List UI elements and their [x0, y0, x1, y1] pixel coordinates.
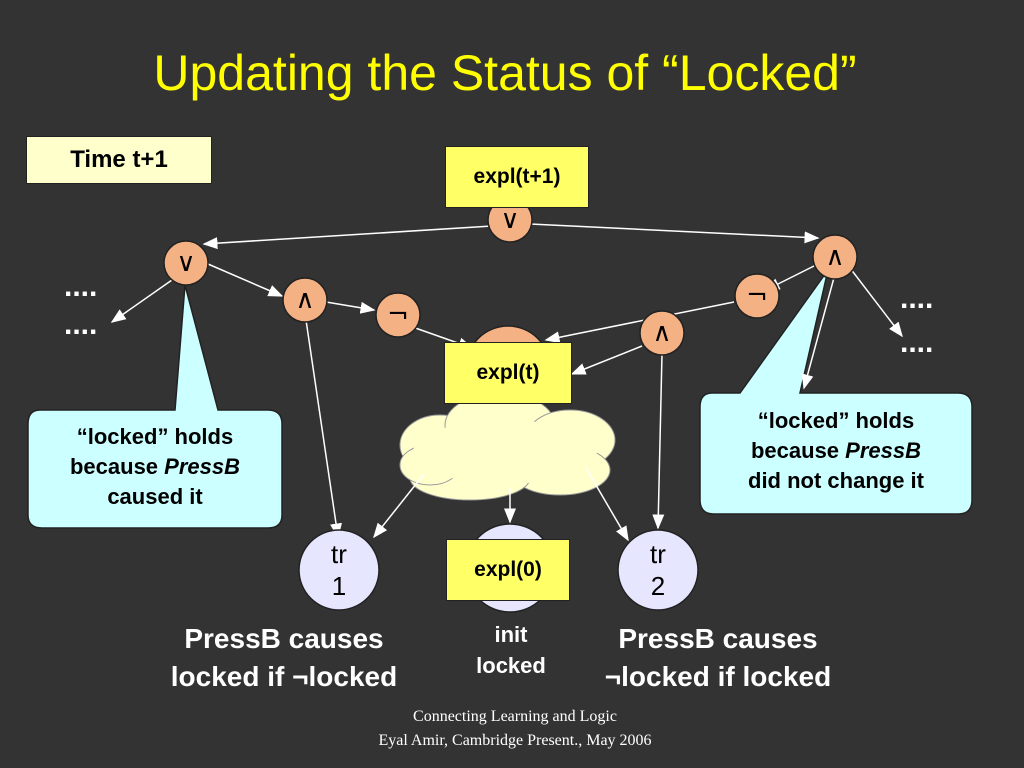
- callout-right-line1: “locked” holds: [757, 408, 915, 433]
- node-not-right: [734, 273, 780, 319]
- callout-left-because: because: [69, 454, 165, 479]
- callout-right-shape: [699, 269, 973, 515]
- tr1-line1: tr: [331, 539, 347, 569]
- not-right-label: ¬: [746, 281, 768, 311]
- callout-left-text: “locked” holds because PressB caused it: [30, 422, 280, 512]
- tr1-label: tr 1: [304, 538, 374, 602]
- or-left-label: ∨: [176, 248, 196, 278]
- caption-left-line1: PressB causes: [184, 623, 384, 654]
- caption-right-line2: ¬locked if locked: [604, 661, 832, 692]
- dots-left-2: ....: [64, 308, 98, 341]
- not-left-label: ¬: [387, 300, 409, 330]
- callout-right-line3: did not change it: [748, 468, 924, 493]
- and-right-top-label: ∧: [825, 242, 845, 272]
- node-or-left: [163, 240, 209, 286]
- init-line2: locked: [476, 653, 546, 678]
- expl-bottom-box: expl(0): [446, 539, 570, 601]
- caption-left-line2: locked if ¬locked: [170, 661, 398, 692]
- tr1-line2: 1: [331, 571, 347, 601]
- callout-right-line2: because PressB: [702, 436, 970, 466]
- tr2-line2: 2: [650, 571, 666, 601]
- or-top-label: ∨: [500, 205, 520, 235]
- callout-left-pressb: PressB: [164, 454, 240, 479]
- callout-left-line2: because PressB: [30, 452, 280, 482]
- dots-right-1: ....: [900, 282, 934, 315]
- node-and-left: [282, 277, 328, 323]
- node-not-left: [375, 292, 421, 338]
- init-label: init locked: [452, 619, 570, 681]
- and-left-label: ∧: [295, 285, 315, 315]
- expl-mid-box: expl(t): [444, 342, 572, 404]
- dots-left-1: ....: [64, 270, 98, 303]
- node-tr2: [617, 529, 699, 611]
- callout-right-pressb: PressB: [845, 438, 921, 463]
- dots-right-2: ....: [900, 326, 934, 359]
- and-right-label: ∧: [652, 318, 672, 348]
- footer: Connecting Learning and Logic Eyal Amir,…: [0, 705, 1024, 753]
- tr2-line1: tr: [650, 539, 666, 569]
- callout-left-line1: “locked” holds: [76, 424, 234, 449]
- tr2-label: tr 2: [623, 538, 693, 602]
- cloud-core: [413, 420, 597, 484]
- callout-right-text: “locked” holds because PressB did not ch…: [702, 406, 970, 496]
- caption-right: PressB causes ¬locked if locked: [568, 620, 868, 696]
- node-tr1: [298, 529, 380, 611]
- caption-right-line1: PressB causes: [618, 623, 818, 654]
- callout-left-shape: [27, 284, 283, 529]
- time-label: Time t+1: [26, 136, 212, 184]
- expl-top-box: expl(t+1): [445, 146, 589, 208]
- init-line1: init: [494, 622, 528, 647]
- slide-title: Updating the Status of “Locked”: [153, 45, 857, 101]
- footer-line1: Connecting Learning and Logic: [413, 708, 617, 725]
- node-and-right-top: [812, 234, 858, 280]
- footer-line2: Eyal Amir, Cambridge Present., May 2006: [378, 732, 652, 749]
- caption-left: PressB causes locked if ¬locked: [134, 620, 434, 696]
- callout-right-because: because: [750, 438, 846, 463]
- node-and-right: [639, 310, 685, 356]
- callout-left-line3: caused it: [107, 484, 203, 509]
